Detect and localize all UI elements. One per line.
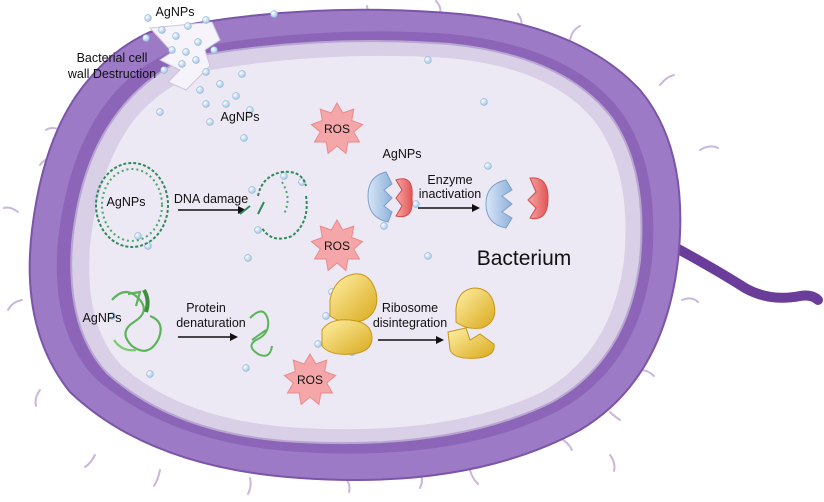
silver-nanoparticle [192,56,200,64]
silver-nanoparticle [424,252,432,260]
circular-dna-icon [95,162,169,248]
silver-nanoparticle [202,16,210,24]
enzyme-inactivated-icon [485,177,549,229]
silver-nanoparticle [380,222,388,230]
silver-nanoparticle [108,312,116,320]
silver-nanoparticle [202,100,210,108]
ribosome-intact-icon [321,273,378,355]
silver-nanoparticle [222,100,230,108]
ros-star: ROS [283,353,337,406]
enzyme-intact-icon [367,171,413,223]
ros-star-shape [310,219,364,272]
ros-label: ROS [324,239,350,253]
ros-star: ROS [310,219,364,272]
silver-nanoparticle [206,118,214,126]
ros-star-shape [310,102,364,155]
ribosome-disintegrated-icon [447,287,496,359]
silver-nanoparticle [172,32,180,40]
agnps-top-label: AgNPs [156,5,195,19]
ros-star-shape [283,353,337,406]
enzyme-label-line1: Enzyme [427,173,472,187]
silver-nanoparticle [182,48,190,56]
silver-nanoparticle [194,38,202,46]
silver-nanoparticle [232,92,240,100]
silver-nanoparticle [248,186,256,194]
ribosome-arrow-head [436,336,444,344]
protein-label-line1: Protein [186,301,226,315]
silver-nanoparticle [270,10,278,18]
silver-nanoparticle [210,46,218,54]
ribosome-label-line1: Ribosome [382,301,438,315]
silver-nanoparticle [134,232,142,240]
silver-nanoparticle [484,162,492,170]
silver-nanoparticle [244,254,252,262]
agnps-enzyme-label: AgNPs [383,147,422,161]
enzyme-arrow-head [472,204,480,212]
silver-nanoparticle [242,364,250,372]
silver-nanoparticle [240,134,248,142]
silver-nanoparticle [254,226,262,234]
agnps-protein-label: AgNPs [83,311,122,325]
protein-arrow-head [230,333,238,341]
silver-nanoparticle [142,34,150,42]
broken-dna-icon [239,170,308,240]
protein-label-line2: denaturation [176,316,246,330]
silver-nanoparticle [160,66,168,74]
ros-star: ROS [310,102,364,155]
dna-arrow-head [238,206,246,214]
ribosome-label-line2: disintegration [373,316,447,330]
silver-nanoparticle [202,68,210,76]
ros-layer: ROS ROS ROS [283,102,364,406]
silver-nanoparticle [158,26,166,34]
dna-damage-label: DNA damage [174,192,248,206]
silver-nanoparticle [144,14,152,22]
silver-nanoparticle [156,108,164,116]
bacterium-label: Bacterium [477,247,572,270]
silver-nanoparticle [238,70,246,78]
silver-nanoparticle [314,340,322,348]
silver-nanoparticle [480,98,488,106]
silver-nanoparticle [280,172,288,180]
cell-wall-label-line1: Bacterial cell [77,51,148,65]
protein-coil-icon [111,288,162,352]
agnps-dna-label: AgNPs [107,195,146,209]
silver-nanoparticle [178,60,186,68]
silver-nanoparticle [168,46,176,54]
silver-nanoparticle [146,370,154,378]
ros-label: ROS [324,122,350,136]
silver-nanoparticle [184,22,192,30]
silver-nanoparticle [412,200,420,208]
agnps-mid-label: AgNPs [221,110,260,124]
silver-nanoparticle [196,86,204,94]
silver-nanoparticle [216,80,224,88]
silver-nanoparticle [424,56,432,64]
denatured-protein-icon [249,310,273,357]
ros-label: ROS [297,373,323,387]
silver-nanoparticle [322,312,330,320]
cell-wall-label-line2: wall Destruction [67,67,156,81]
enzyme-label-line2: inactivation [419,187,482,201]
silver-nanoparticle [246,106,254,114]
